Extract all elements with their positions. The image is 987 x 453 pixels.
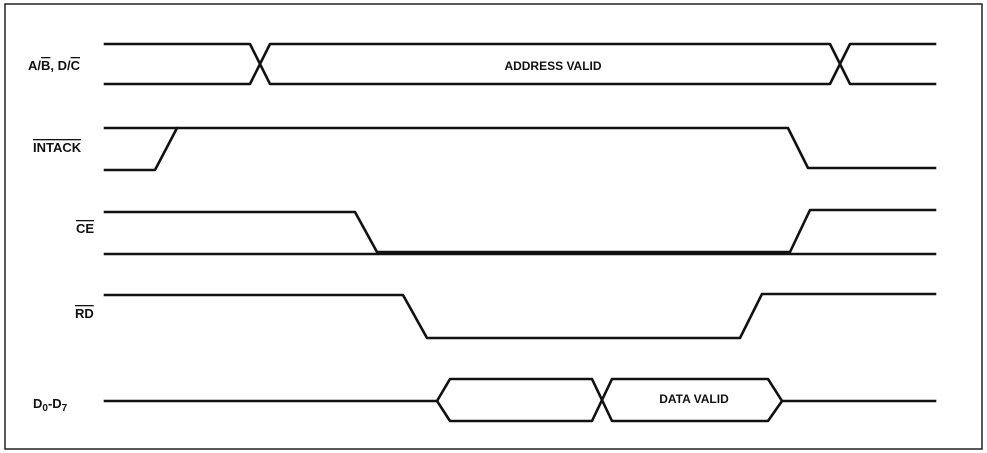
waveform-ce [103,208,937,256]
address-valid-label: ADDRESS VALID [504,59,601,73]
signal-label-ab-dc: A/B, D/C [28,58,81,73]
signal-label-data-bus: D0-D7 [33,396,68,414]
waveform-rd [103,292,937,340]
data-valid-label: DATA VALID [659,392,729,406]
waveform-data-bus [103,377,937,423]
signal-label-intack: INTACK [33,140,82,155]
waveform-intack [103,126,937,172]
waveform-ab-dc [103,42,937,86]
signal-label-rd: RD [75,306,94,321]
diagram-frame [4,3,983,450]
signal-label-ce: CE [76,221,94,236]
